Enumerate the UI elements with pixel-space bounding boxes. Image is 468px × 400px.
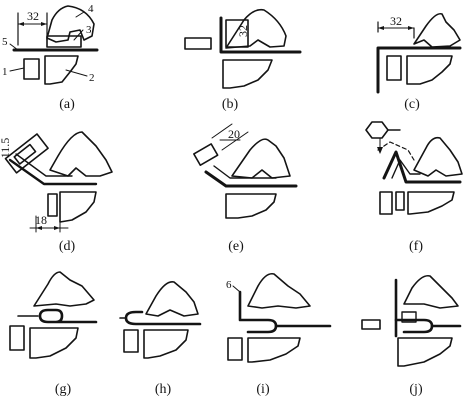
panel-i: 6 (i) <box>226 272 332 397</box>
dimension-label-a: 32 <box>27 9 39 23</box>
caption-j: (j) <box>409 382 423 397</box>
caption-f: (f) <box>409 239 423 254</box>
part-label-lower-die: 2 <box>89 72 95 84</box>
dimension-label-d2: 18 <box>35 213 47 227</box>
caption-i: (i) <box>256 382 270 397</box>
part-label-i: 6 <box>226 279 232 291</box>
dimension-label-d1: 11.5 <box>0 138 12 159</box>
panel-j: (j) <box>361 274 462 397</box>
caption-b: (b) <box>222 97 239 112</box>
part-label-sheet: 5 <box>2 36 8 48</box>
part-label-punch: 3 <box>86 24 92 36</box>
caption-d: (d) <box>59 239 76 254</box>
panel-b: 32 (b) <box>184 8 302 112</box>
panel-a: 32 4 3 5 1 2 (a) <box>2 3 99 112</box>
caption-e: (e) <box>228 239 244 254</box>
caption-c: (c) <box>404 97 420 112</box>
dimension-label-c: 32 <box>390 14 402 28</box>
bolt-hex-icon <box>365 121 389 139</box>
caption-h: (h) <box>155 382 172 397</box>
part-label-upper-die: 4 <box>88 3 94 15</box>
tilted-block-e <box>193 143 219 166</box>
panel-g: (g) <box>9 271 98 397</box>
part-label-block: 1 <box>2 66 8 78</box>
panel-f: (f) <box>365 121 463 254</box>
panel-d: 11.5 18 (d) <box>0 131 113 254</box>
panel-h: (h) <box>119 280 202 397</box>
caption-a: (a) <box>59 97 75 112</box>
caption-g: (g) <box>55 382 72 397</box>
panel-c: 32 (c) <box>376 12 462 112</box>
panel-e: 20 (e) <box>193 123 298 254</box>
tilted-punch-d <box>4 133 49 174</box>
dimension-label-b: 32 <box>236 25 250 37</box>
dimension-label-e: 20 <box>228 127 240 141</box>
